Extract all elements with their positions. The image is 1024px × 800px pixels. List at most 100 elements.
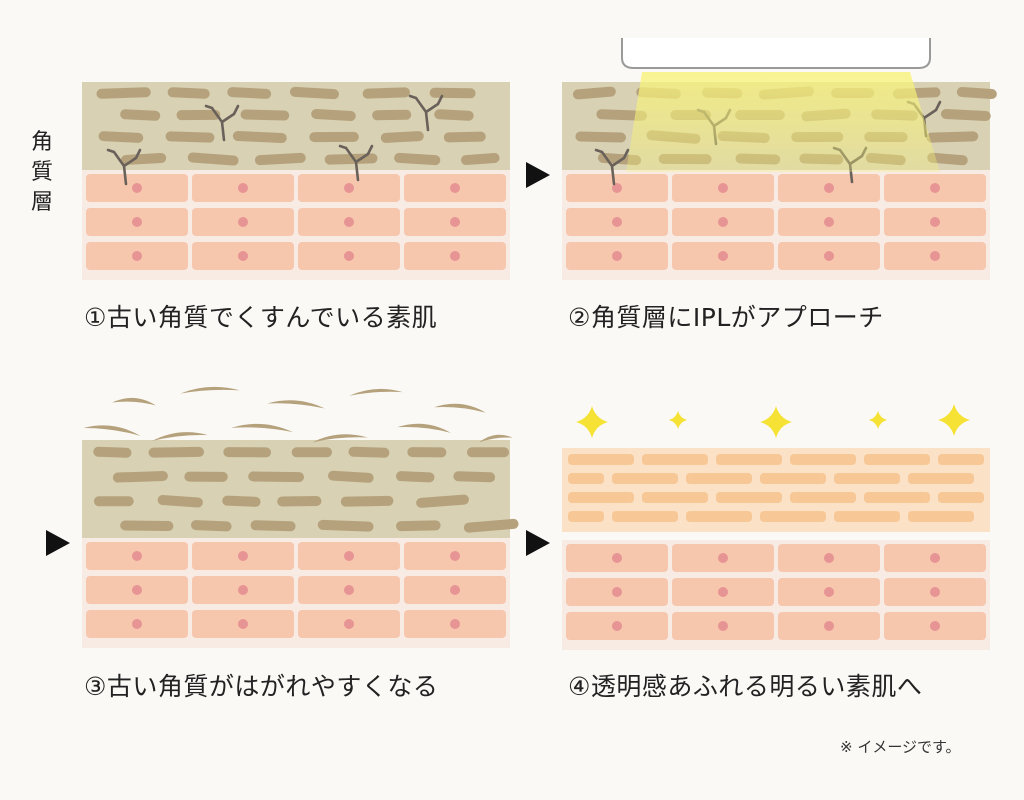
cell-nucleus [824, 621, 834, 631]
bright-cell [686, 511, 752, 522]
dead-cell [380, 131, 424, 143]
cell-nucleus [930, 587, 940, 597]
step-arrows [46, 162, 550, 556]
bright-cell [642, 454, 708, 465]
step-arrow-icon [46, 530, 70, 556]
stratum-corneum-label: 角 質 層 [22, 128, 62, 218]
sparkle-icon [869, 411, 887, 429]
dead-cell [443, 131, 486, 143]
dead-cell [248, 471, 305, 483]
panel-2-caption: ②角質層にIPLがアプローチ [568, 303, 884, 332]
peeling-flake [312, 434, 368, 443]
cell-nucleus [344, 551, 354, 561]
cell-nucleus [238, 551, 248, 561]
cell-nucleus [824, 217, 834, 227]
cell-nucleus [238, 585, 248, 595]
peeling-flake [180, 386, 240, 394]
dead-cell [416, 494, 469, 508]
dead-cell [434, 109, 474, 121]
ipl-device-head [621, 38, 931, 69]
cell-nucleus [450, 551, 460, 561]
bright-cell [568, 511, 604, 522]
cell-nucleus [450, 619, 460, 629]
peeling-flake [112, 398, 156, 406]
panel-4-bright-skin [562, 404, 990, 650]
dead-cell [466, 447, 510, 458]
cell-nucleus [930, 251, 940, 261]
cell-nucleus [718, 217, 728, 227]
dead-cell [429, 87, 476, 99]
cell-nucleus [450, 251, 460, 261]
cell-nucleus [132, 585, 142, 595]
panel-1-caption: ①古い角質でくすんでいる素肌 [84, 303, 438, 332]
dead-cell [187, 152, 239, 166]
peeling-flake [267, 400, 325, 409]
dead-cell [277, 496, 322, 507]
peeling-flake [434, 403, 486, 413]
dead-cell [167, 87, 210, 99]
bright-cell [568, 454, 634, 465]
ipl-light-beam [626, 72, 940, 172]
dead-cell [291, 447, 333, 458]
dead-cell [940, 109, 991, 121]
dead-cell [572, 86, 616, 100]
bright-cell [834, 511, 900, 522]
image-note: ※ イメージです。 [840, 738, 961, 756]
bright-cell [790, 492, 856, 503]
side-label-char: 質 [30, 160, 53, 185]
dead-cell [254, 152, 306, 166]
dead-cell [190, 520, 232, 532]
cell-nucleus [824, 553, 834, 563]
crack-mark [594, 148, 630, 186]
dead-cell [596, 109, 647, 121]
cell-nucleus [344, 217, 354, 227]
dead-cell [348, 446, 390, 458]
panel-3-peeling [82, 386, 519, 648]
sparkle-icon [669, 411, 687, 429]
dead-cell [96, 87, 151, 99]
cell-nucleus [132, 619, 142, 629]
dead-cell [120, 520, 174, 532]
crack-mark [204, 104, 240, 142]
dead-cell [463, 518, 519, 533]
bright-cell [790, 454, 856, 465]
sparkle-icon [576, 406, 608, 438]
panel-1-dull-skin [82, 82, 510, 280]
panel-3-caption: ③古い角質がはがれやすくなる [84, 672, 439, 701]
cell-nucleus [132, 551, 142, 561]
peeling-flake [397, 423, 451, 433]
bright-cell [642, 492, 708, 503]
dead-cell [148, 446, 205, 458]
dead-cell [328, 470, 374, 483]
cell-nucleus [344, 183, 354, 193]
crack-mark [338, 144, 374, 182]
cell-nucleus [238, 251, 248, 261]
bright-cell [760, 511, 826, 522]
bright-cell [760, 473, 826, 484]
panel-2-ipl-approach [562, 38, 997, 280]
bright-cell [864, 492, 930, 503]
dead-cell [926, 131, 979, 143]
bright-cell [686, 473, 752, 484]
cell-nucleus [824, 587, 834, 597]
dead-cell [184, 471, 228, 482]
cell-nucleus [612, 587, 622, 597]
cell-nucleus [450, 585, 460, 595]
dead-cell [395, 471, 435, 483]
cell-nucleus [612, 621, 622, 631]
dead-cell [240, 109, 290, 121]
bright-cell [938, 492, 984, 503]
cell-nucleus [132, 183, 142, 193]
cell-nucleus [344, 251, 354, 261]
peeling-flake [83, 425, 141, 437]
dead-cell [407, 447, 447, 458]
cell-nucleus [612, 251, 622, 261]
bright-cell [938, 454, 984, 465]
cell-nucleus [930, 183, 940, 193]
bright-cell [716, 492, 782, 503]
dead-cell [453, 471, 496, 483]
peeling-flake [152, 432, 208, 441]
dead-cell [372, 109, 412, 121]
side-label-char: 層 [30, 190, 53, 215]
